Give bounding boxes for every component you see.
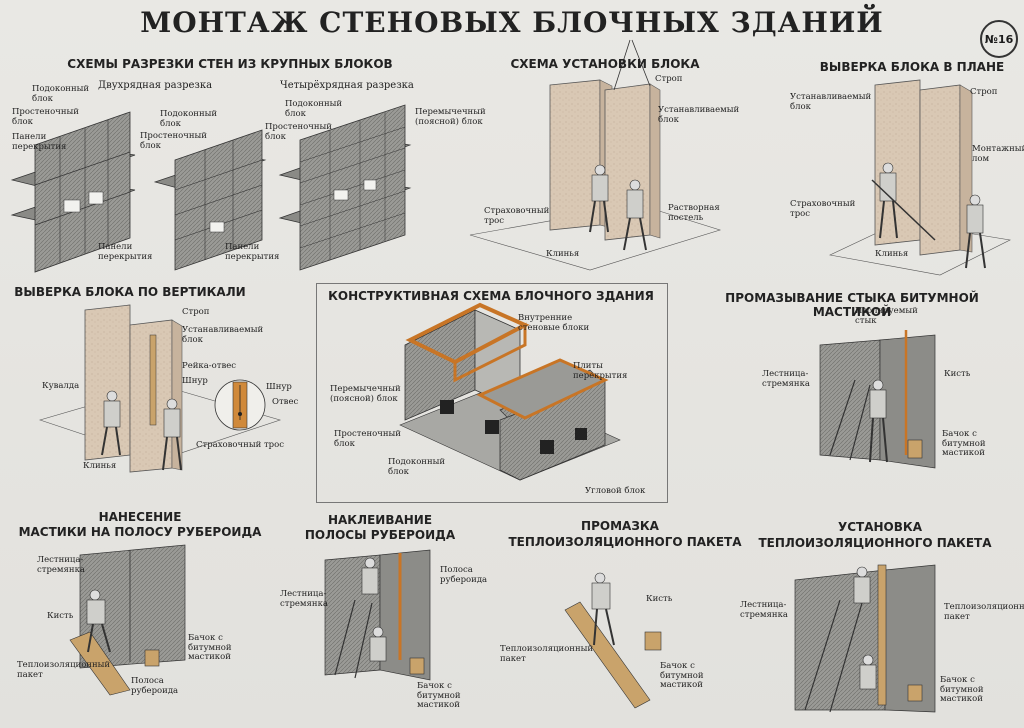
- label-crowbar: Монтажный лом: [972, 144, 1024, 164]
- two-row-wall-scheme-2: [153, 129, 267, 271]
- install-heading: СХЕМА УСТАНОВКИ БЛОКА: [510, 57, 700, 71]
- label-pier-block-3: Простеночный блок: [265, 122, 332, 142]
- label-brush-bitumen: Кисть: [944, 369, 971, 379]
- coat-insulation-scheme: [564, 572, 662, 709]
- label-safety-rope-vertical: Страховочный трос: [196, 440, 284, 450]
- label-brush-mastic: Кисть: [47, 611, 74, 621]
- label-stepladder-insul: Лестница-стремянка: [740, 600, 788, 620]
- label-window-block-3: Подоконный блок: [285, 99, 343, 119]
- label-stepladder-bitumen: Лестница-стремянка: [762, 369, 810, 389]
- building-structure-scheme: [399, 302, 621, 481]
- label-insulation-pack-mastic: Теплоизоляционный пакет: [17, 660, 111, 680]
- label-installed-block: Устанавливаемый блок: [658, 105, 740, 125]
- label-insulated-joint: Изолируемый стык: [855, 306, 918, 326]
- structure-frame: [316, 283, 668, 503]
- label-sledgehammer: Кувалда: [42, 381, 80, 391]
- label-window-block-structure: Подоконный блок: [388, 457, 446, 477]
- coat-heading-2: ТЕПЛОИЗОЛЯЦИОННОГО ПАКЕТА: [508, 535, 742, 549]
- mastic-heading-1: НАНЕСЕНИЕ: [98, 510, 182, 524]
- label-corner-block: Угловой блок: [585, 486, 646, 496]
- label-window-block-2: Подоконный блок: [160, 109, 218, 129]
- glue-heading-2: ПОЛОСЫ РУБЕРОИДА: [304, 528, 456, 542]
- label-floor-panels-3: Панели перекрытия: [225, 242, 280, 262]
- two-row-wall-scheme: [10, 111, 136, 273]
- label-floor-slabs: Плиты перекрытия: [573, 361, 628, 381]
- poster-number-badge: №16: [980, 20, 1018, 58]
- four-row-wall-scheme: [278, 104, 412, 271]
- mastic-heading-2: МАСТИКИ НА ПОЛОСУ РУБЕРОИДА: [18, 525, 262, 539]
- label-sling-vertical: Строп: [182, 307, 210, 317]
- label-safety-rope-install: Страховочный трос: [484, 206, 550, 226]
- label-wedges-vertical: Клинья: [83, 461, 117, 471]
- glue-heading-1: НАКЛЕИВАНИЕ: [327, 513, 433, 527]
- label-plumb-rod: Рейка-отвес: [182, 361, 237, 371]
- insul-heading-1: УСТАНОВКА: [837, 520, 923, 534]
- label-stepladder-glue: Лестница-стремянка: [280, 589, 328, 609]
- label-wedges-plan: Клинья: [875, 249, 909, 259]
- vertical-heading: ВЫВЕРКА БЛОКА ПО ВЕРТИКАЛИ: [14, 285, 246, 299]
- label-plumb: Отвес: [272, 397, 299, 407]
- mastic-application-scheme: [69, 544, 186, 696]
- label-roofing-strip-mastic: Полоса рубероида: [131, 676, 179, 696]
- label-installed-block-vertical: Устанавливаемый блок: [182, 325, 264, 345]
- install-scheme: [469, 39, 722, 271]
- label-pier-block-1: Простеночный блок: [12, 107, 79, 127]
- label-inner-wall-blocks: Внутренние стеновые блоки: [518, 313, 590, 333]
- label-roofing-strip-glue: Полоса рубероида: [440, 565, 488, 585]
- label-installed-block-plan: Устанавливаемый блок: [790, 92, 872, 112]
- label-mastic-tank-bitumen: Бачок с битумной мастикой: [942, 429, 986, 458]
- label-wedges-install: Клинья: [546, 249, 580, 259]
- label-stepladder-mastic: Лестница-стремянка: [37, 555, 85, 575]
- vertical-alignment-scheme: [38, 304, 282, 473]
- insul-heading-2: ТЕПЛОИЗОЛЯЦИОННОГО ПАКЕТА: [758, 536, 992, 550]
- label-sling-install: Строп: [655, 74, 683, 84]
- plan-heading: ВЫВЕРКА БЛОКА В ПЛАНЕ: [819, 60, 1005, 74]
- label-floor-panels-2: Панели перекрытия: [98, 242, 153, 262]
- schemes-heading: СХЕМЫ РАЗРЕЗКИ СТЕН ИЗ КРУПНЫХ БЛОКОВ: [67, 57, 393, 71]
- structure-heading: КОНСТРУКТИВНАЯ СХЕМА БЛОЧНОГО ЗДАНИЯ: [328, 289, 654, 303]
- label-pier-block-2: Простеночный блок: [140, 131, 207, 151]
- label-pier-block-structure: Простеночный блок: [334, 429, 401, 449]
- label-mastic-tank-coat: Бачок с битумной мастикой: [660, 661, 704, 690]
- four-row-subheading: Четырёхрядная разрезка: [280, 80, 414, 91]
- coat-heading-1: ПРОМАЗКА: [581, 519, 659, 533]
- label-sling-plan: Строп: [970, 87, 998, 97]
- two-row-subheading: Двухрядная разрезка: [98, 80, 213, 91]
- label-mastic-tank-insul: Бачок с битумной мастикой: [940, 675, 984, 704]
- gluing-roll-scheme: [324, 549, 431, 681]
- label-lintel-block-structure: Перемычечный (поясной) блок: [330, 384, 401, 404]
- label-mastic-tank-glue: Бачок с битумной мастикой: [417, 681, 461, 710]
- label-mortar-bed: Растворная постель: [668, 203, 720, 223]
- bitumen-joint-scheme: [819, 330, 936, 469]
- label-floor-panels-1: Панели перекрытия: [12, 132, 67, 152]
- label-lintel-block: Перемычечный (поясной) блок: [415, 107, 486, 127]
- bitumen-heading: ПРОМАЗЫВАНИЕ СТЫКА БИТУМНОЙ МАСТИКОЙ: [725, 291, 979, 319]
- label-insulation-pack-insul: Теплоизоляционный пакет: [944, 602, 1024, 622]
- plan-alignment-scheme: [829, 79, 1011, 276]
- label-window-block-1: Подоконный блок: [32, 84, 90, 104]
- label-insulation-pack-coat: Теплоизоляционный пакет: [500, 644, 594, 664]
- label-cord-2: Шнур: [266, 382, 292, 392]
- label-cord-1: Шнур: [182, 376, 208, 386]
- poster-title: МОНТАЖ СТЕНОВЫХ БЛОЧНЫХ ЗДАНИЙ: [140, 6, 884, 39]
- label-mastic-tank-mastic: Бачок с битумной мастикой: [188, 633, 232, 662]
- label-brush-coat: Кисть: [646, 594, 673, 604]
- insulation-install-scheme: [794, 564, 936, 713]
- label-safety-rope-plan: Страховочный трос: [790, 199, 856, 219]
